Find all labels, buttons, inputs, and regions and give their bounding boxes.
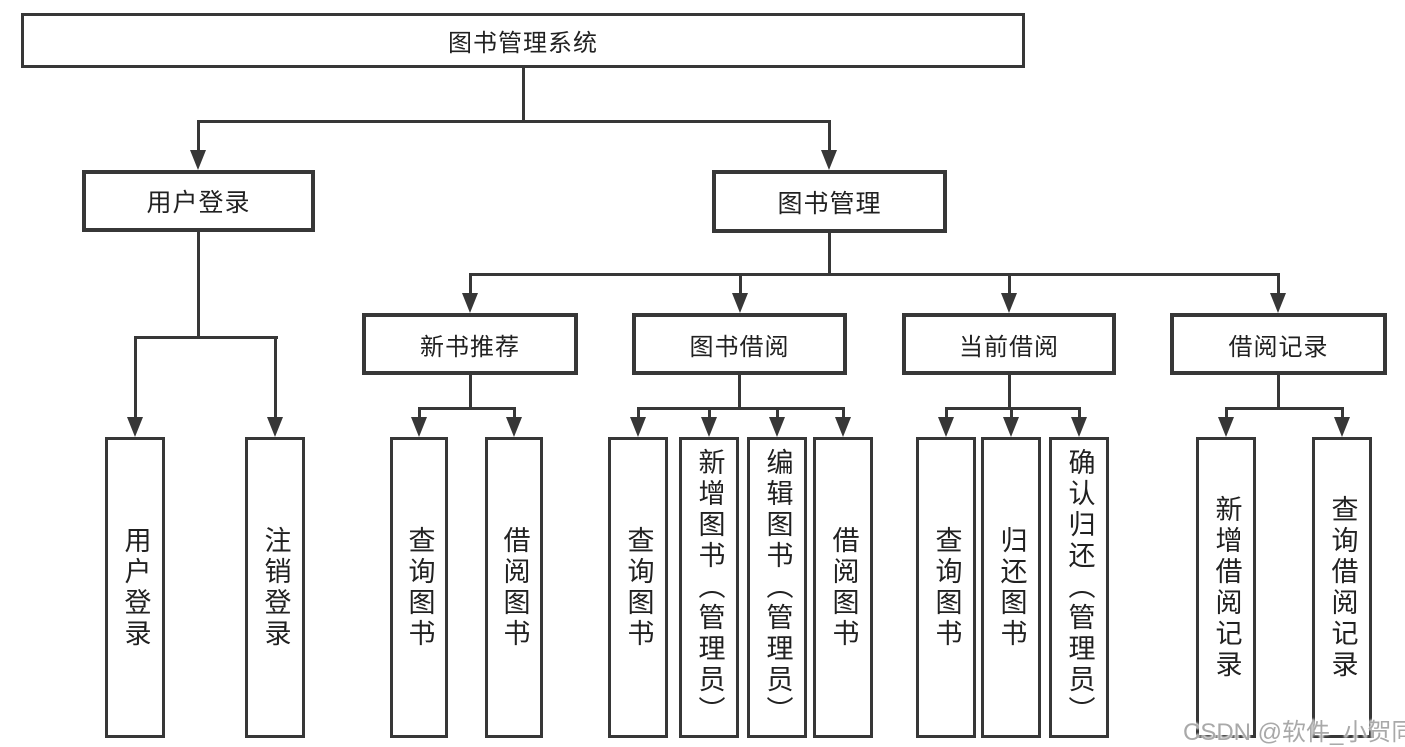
node-label: 用户登录 xyxy=(146,189,251,217)
arrow-down-icon xyxy=(938,417,954,437)
arrow-down-icon xyxy=(821,150,837,170)
connector-current-borrow-stub xyxy=(1008,375,1011,410)
leaf-label: 借阅图书 xyxy=(828,525,859,650)
node-label: 当前借阅 xyxy=(959,333,1059,361)
connector-book-borrow-branch xyxy=(637,407,845,410)
node-book-management: 图书管理 xyxy=(712,170,947,233)
connector-book-management-branch xyxy=(469,273,1280,276)
connector-leaf xyxy=(776,407,779,419)
leaf-label: 查询图书 xyxy=(404,525,435,650)
leaf-edit-book-admin: 编辑图书（管理员） xyxy=(747,437,807,738)
connector-book-borrow-stub xyxy=(738,375,741,410)
connector-leaf xyxy=(1078,407,1081,419)
leaf-query-books-borrow: 查询图书 xyxy=(608,437,668,738)
leaf-label: 借阅图书 xyxy=(499,525,530,650)
leaf-user-login: 用户登录 xyxy=(105,437,165,738)
leaf-label: 新增图书（管理员） xyxy=(694,448,725,727)
arrow-down-icon xyxy=(506,417,522,437)
leaf-add-borrow-record: 新增借阅记录 xyxy=(1196,437,1256,738)
connector-user-login-branch xyxy=(134,336,278,339)
connector-new-book-recommend-branch xyxy=(418,407,516,410)
connector-to-book-borrow xyxy=(739,273,742,295)
connector-borrow-records-stub xyxy=(1277,375,1280,410)
arrow-down-icon xyxy=(1001,293,1017,313)
connector-leaf xyxy=(637,407,640,419)
leaf-label: 编辑图书（管理员） xyxy=(762,448,793,727)
connector-leaf xyxy=(1341,407,1344,419)
arrow-down-icon xyxy=(1270,293,1286,313)
arrow-down-icon xyxy=(769,417,785,437)
node-label: 图书管理 xyxy=(777,189,882,218)
connector-book-management-stub xyxy=(828,233,831,276)
connector-leaf xyxy=(1010,407,1013,419)
node-user-login: 用户登录 xyxy=(82,170,315,232)
connector-to-book-management xyxy=(828,120,831,152)
leaf-label: 查询借阅记录 xyxy=(1327,494,1358,681)
connector-leaf xyxy=(513,407,516,419)
arrow-down-icon xyxy=(1218,417,1234,437)
connector-borrow-records-branch xyxy=(1225,407,1344,410)
csdn-watermark: CSDN @软件_小贺同学 xyxy=(1183,719,1405,746)
leaf-label: 查询图书 xyxy=(931,525,962,650)
node-current-borrow: 当前借阅 xyxy=(902,313,1116,375)
leaf-label: 新增借阅记录 xyxy=(1211,494,1242,681)
leaf-label: 确认归还（管理员） xyxy=(1064,448,1095,727)
node-label: 新书推荐 xyxy=(420,333,520,361)
arrow-down-icon xyxy=(411,417,427,437)
arrow-down-icon xyxy=(701,417,717,437)
arrow-down-icon xyxy=(190,150,206,170)
leaf-query-borrow-record: 查询借阅记录 xyxy=(1312,437,1372,738)
connector-leaf xyxy=(708,407,711,419)
leaf-logout: 注销登录 xyxy=(245,437,305,738)
connector-root-stub xyxy=(522,68,525,123)
arrow-down-icon xyxy=(630,417,646,437)
leaf-label: 查询图书 xyxy=(623,525,654,650)
leaf-label: 归还图书 xyxy=(996,525,1027,650)
node-label: 借阅记录 xyxy=(1228,333,1329,361)
connector-leaf xyxy=(1225,407,1228,419)
node-new-book-recommend: 新书推荐 xyxy=(362,313,578,375)
node-borrow-records: 借阅记录 xyxy=(1170,313,1387,375)
node-book-borrow: 图书借阅 xyxy=(632,313,847,375)
leaf-add-book-admin: 新增图书（管理员） xyxy=(679,437,739,738)
connector-to-borrow-records xyxy=(1277,273,1280,295)
node-library-management-system: 图书管理系统 xyxy=(21,13,1025,68)
arrow-down-icon xyxy=(127,417,143,437)
node-label: 图书借阅 xyxy=(689,333,790,361)
arrow-down-icon xyxy=(462,293,478,313)
leaf-query-books-current: 查询图书 xyxy=(916,437,976,738)
leaf-borrow-books-recommend: 借阅图书 xyxy=(485,437,543,738)
node-label: 图书管理系统 xyxy=(448,30,598,57)
connector-new-book-recommend-stub xyxy=(469,375,472,410)
leaf-query-books-recommend: 查询图书 xyxy=(390,437,448,738)
arrow-down-icon xyxy=(267,417,283,437)
connector-to-leaf-logout xyxy=(274,336,277,419)
connector-current-borrow-branch xyxy=(945,407,1081,410)
leaf-return-books: 归还图书 xyxy=(981,437,1041,738)
connector-to-new-book-recommend xyxy=(469,273,472,295)
connector-root-branch xyxy=(197,120,831,123)
connector-leaf xyxy=(945,407,948,419)
connector-leaf xyxy=(842,407,845,419)
arrow-down-icon xyxy=(1003,417,1019,437)
connector-user-login-stub xyxy=(197,232,200,339)
arrow-down-icon xyxy=(1334,417,1350,437)
arrow-down-icon xyxy=(835,417,851,437)
connector-to-user-login xyxy=(197,120,200,152)
connector-to-leaf-user-login xyxy=(134,336,137,419)
leaf-label: 注销登录 xyxy=(260,525,291,650)
leaf-borrow-books: 借阅图书 xyxy=(813,437,873,738)
arrow-down-icon xyxy=(732,293,748,313)
arrow-down-icon xyxy=(1071,417,1087,437)
leaf-label: 用户登录 xyxy=(120,525,151,650)
leaf-confirm-return-admin: 确认归还（管理员） xyxy=(1049,437,1109,738)
connector-to-current-borrow xyxy=(1008,273,1011,295)
connector-leaf xyxy=(418,407,421,419)
